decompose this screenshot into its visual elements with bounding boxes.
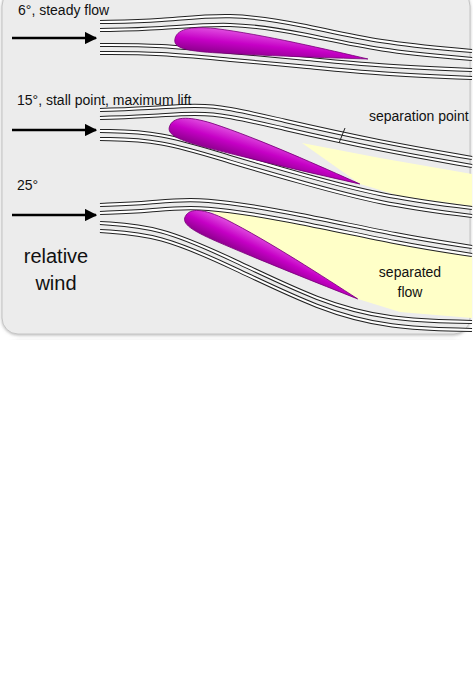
streamline-core	[100, 208, 472, 255]
airfoil	[181, 203, 363, 308]
streamline-core	[100, 231, 472, 330]
callout-label: separation point	[369, 108, 473, 125]
streamline-core	[100, 53, 472, 78]
streamline-core	[100, 200, 472, 247]
airfoil	[174, 24, 370, 68]
angle-label: 25°	[17, 177, 97, 194]
leader-line	[339, 128, 345, 143]
streamline-core	[100, 139, 472, 216]
reflection	[2, 342, 472, 680]
scene	[2, 0, 472, 334]
wind-arrows	[12, 38, 96, 215]
airfoil	[167, 112, 364, 194]
angle-label: 6°, steady flow	[18, 2, 218, 19]
region-label: separated flow	[368, 262, 452, 302]
wind-arrow	[12, 37, 96, 40]
wind-label: relative wind	[10, 243, 102, 297]
wind-arrow	[12, 214, 96, 217]
airfoils	[167, 24, 370, 307]
angle-label: 15°, stall point, maximum lift	[17, 92, 277, 109]
streamlines	[100, 16, 472, 330]
streamline-core	[100, 106, 472, 158]
streamline	[100, 139, 472, 216]
wind-arrow	[12, 129, 96, 132]
